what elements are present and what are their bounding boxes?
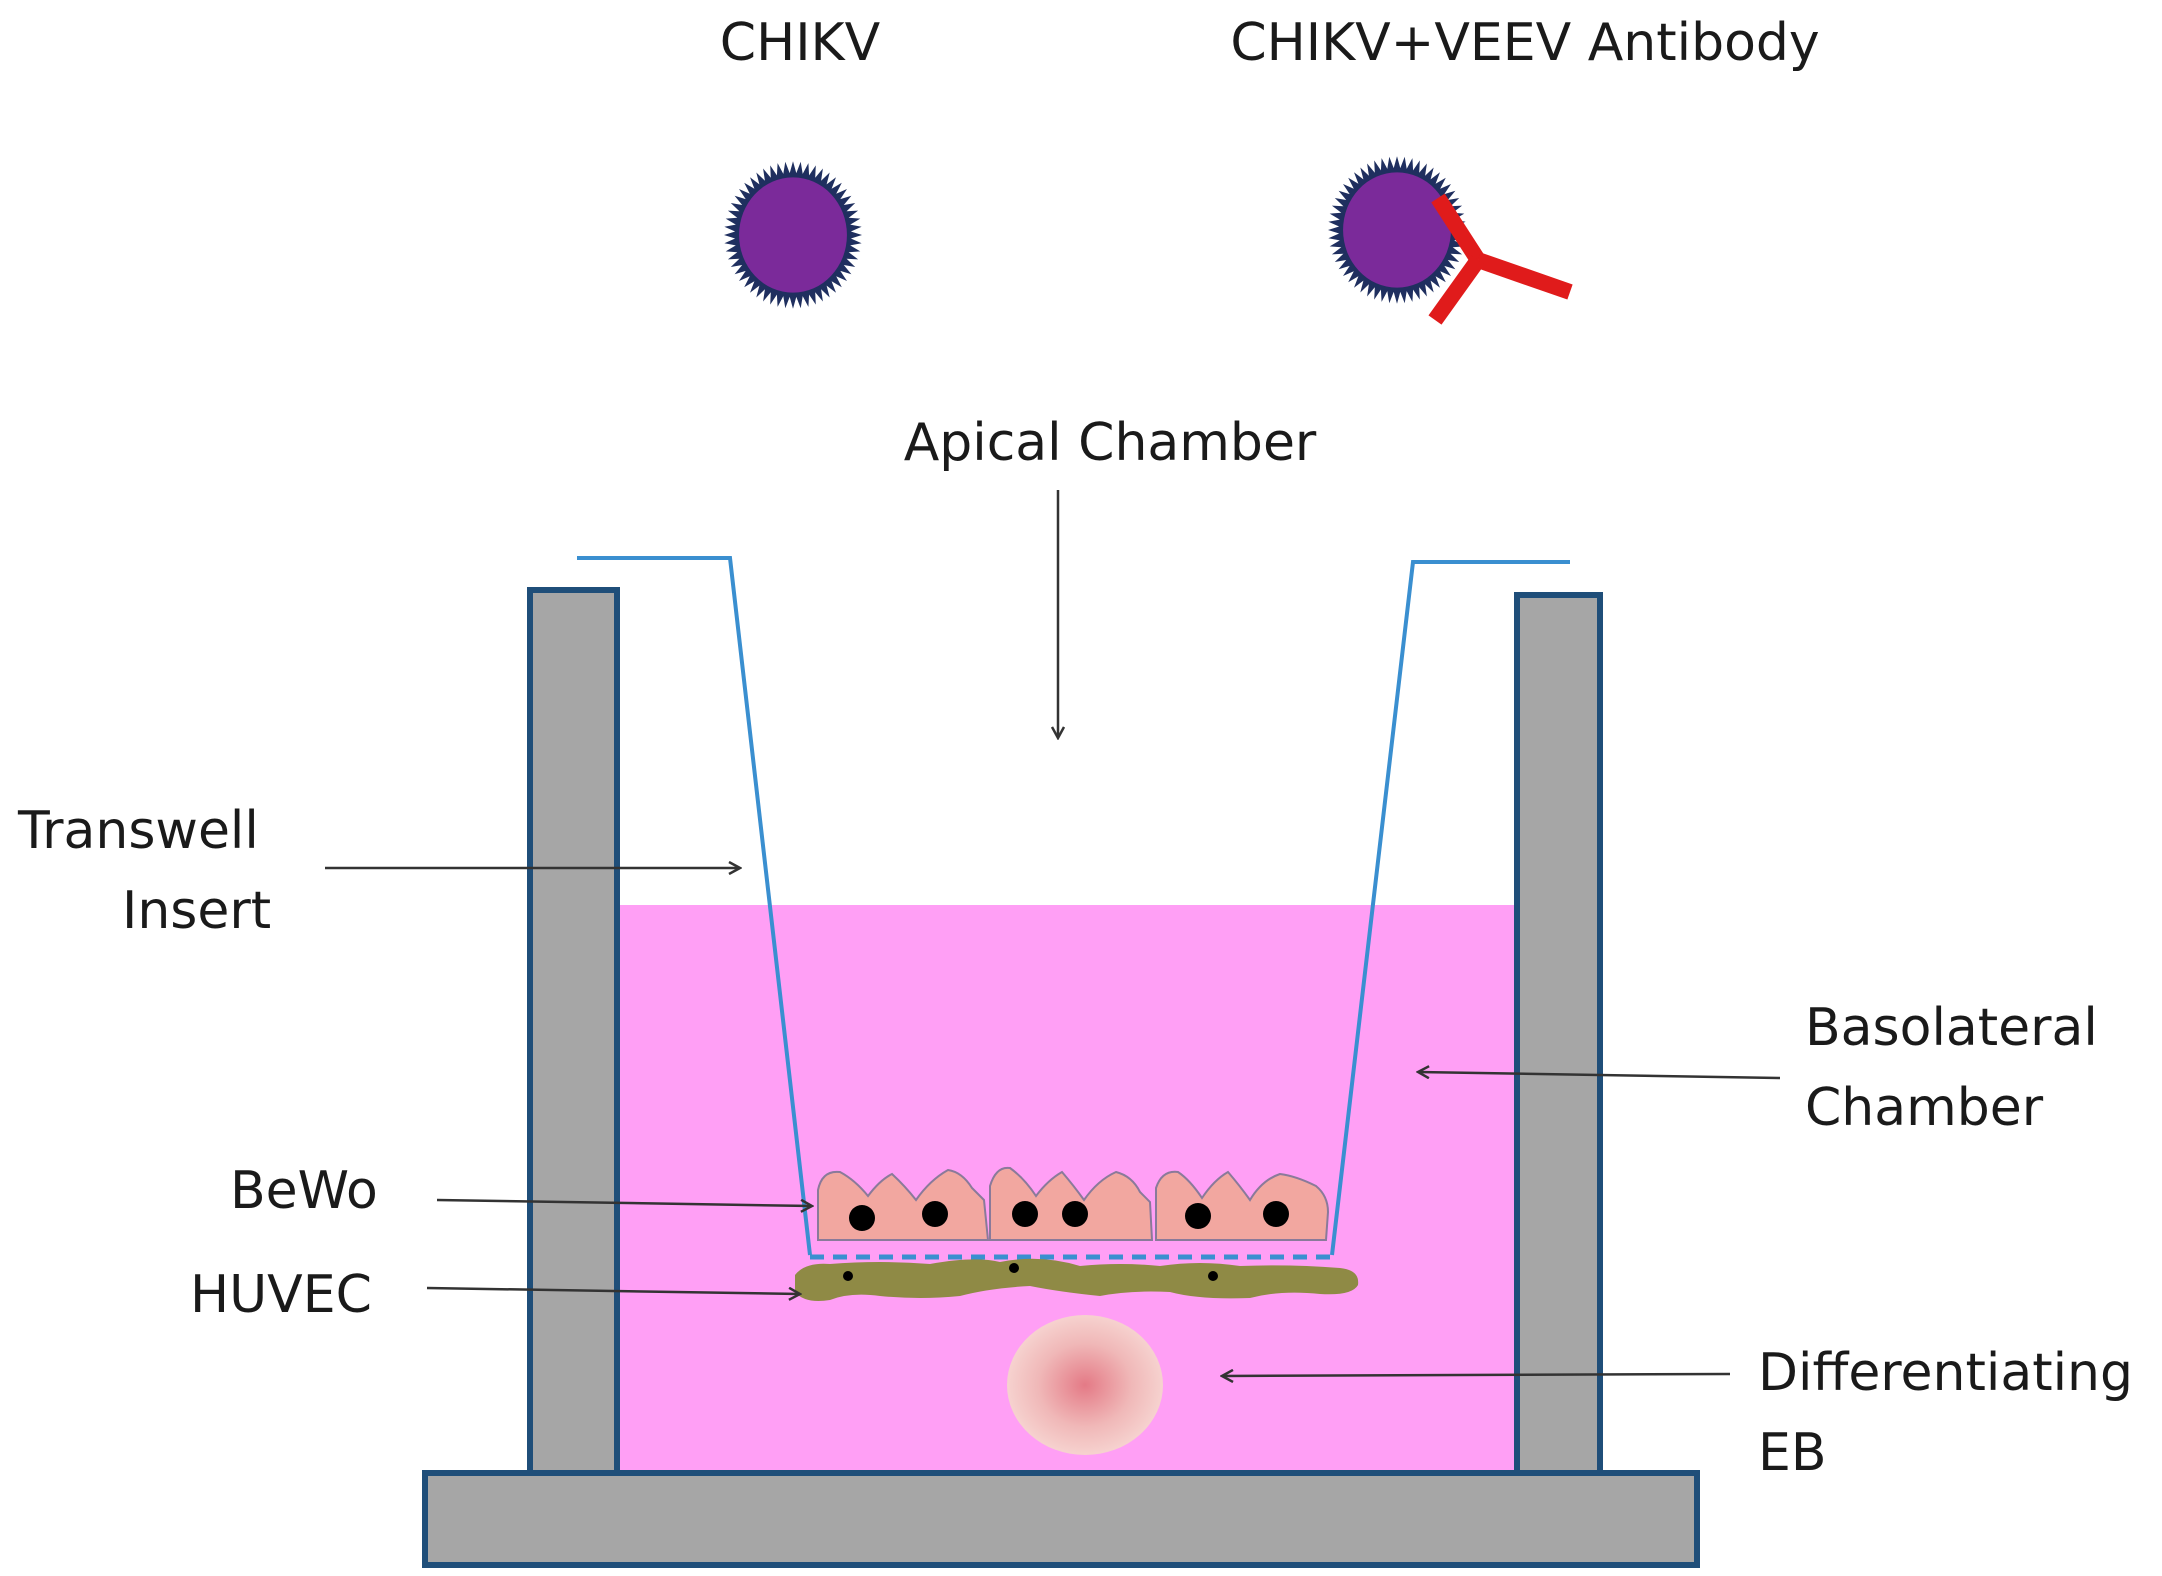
well-wall-left	[527, 587, 620, 1476]
nucleus	[1185, 1203, 1211, 1229]
chikv-antibody-label: CHIKV+VEEV Antibody	[1230, 13, 1819, 73]
bewo-label: BeWo	[230, 1161, 378, 1221]
transwell-insert-right-wall	[1330, 560, 1570, 1256]
huvec-label: HUVEC	[190, 1265, 372, 1325]
huvec-cell-layer	[795, 1258, 1359, 1301]
nucleus	[849, 1205, 875, 1231]
bewo-cell-layer	[817, 1166, 1330, 1241]
well-wall-right	[1514, 592, 1603, 1476]
transwell-insert-left-wall	[577, 556, 812, 1256]
virus-icon	[1328, 156, 1466, 304]
chikv-label: CHIKV	[720, 13, 881, 73]
nucleus	[1208, 1271, 1218, 1281]
huvec-cell	[795, 1258, 1359, 1301]
basolateral-chamber-label-line2: Chamber	[1805, 1078, 2044, 1138]
apical-chamber-label: Apical Chamber	[904, 413, 1317, 473]
transwell-insert-label-line1: Transwell	[17, 801, 259, 861]
basolateral-chamber-label-line1: Basolateral	[1805, 998, 2098, 1058]
nucleus	[922, 1201, 948, 1227]
nucleus	[1009, 1263, 1019, 1273]
embryoid-body	[1007, 1315, 1163, 1455]
basolateral-chamber-arrow	[1418, 1072, 1781, 1080]
nucleus	[1263, 1201, 1289, 1227]
differentiating-eb-label-line1: Differentiating	[1758, 1343, 2133, 1403]
virus-icon	[724, 161, 862, 309]
nucleus	[843, 1271, 853, 1281]
huvec-arrow	[426, 1286, 800, 1294]
antibody-icon	[1428, 193, 1573, 325]
well-base	[422, 1470, 1700, 1568]
transwell-insert-label-line2: Insert	[122, 881, 271, 941]
nucleus	[1062, 1201, 1088, 1227]
differentiating-eb-label-line2: EB	[1758, 1423, 1827, 1483]
bewo-arrow	[436, 1198, 812, 1206]
nucleus	[1012, 1201, 1038, 1227]
differentiating-eb-arrow	[1222, 1374, 1731, 1376]
